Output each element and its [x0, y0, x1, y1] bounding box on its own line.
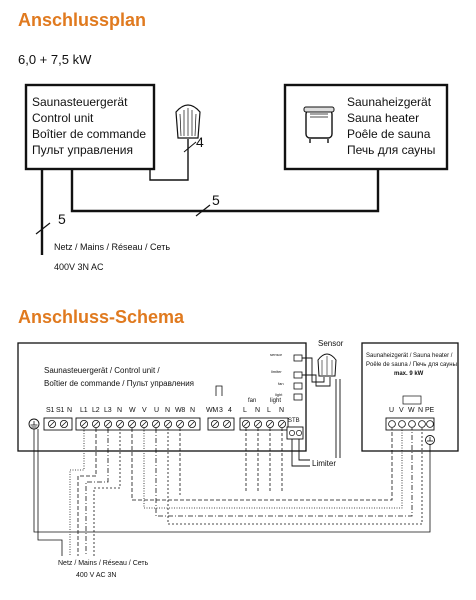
schema-control-unit-box	[17, 342, 307, 452]
heater-terminal-label: W	[408, 407, 415, 414]
schema-title: Anschluss-Schema	[18, 307, 185, 327]
terminal-label: N	[117, 407, 122, 414]
side-label-light: light	[275, 392, 283, 397]
terminal-label: N	[165, 407, 170, 414]
side-label-fan: fan	[278, 381, 284, 386]
heater-supply-wires	[33, 428, 431, 533]
control-unit-label: Saunasteuergerät Control unit Boîtier de…	[32, 94, 146, 158]
wm-label: WM	[206, 407, 219, 414]
schema-mains-spec: 400 V AC 3N	[76, 572, 117, 579]
stb-terminal	[286, 426, 304, 440]
fanlight-terminal-label: L	[243, 407, 247, 414]
control-unit-line: Saunasteuergerät	[32, 95, 128, 109]
schema-control-unit-line: Saunasteuergerät / Control unit /	[44, 366, 160, 375]
mains-label: Netz / Mains / Réseau / Сеть	[54, 242, 171, 252]
terminal-label: S1	[56, 407, 65, 414]
fanlight-terminal-label: L	[267, 407, 271, 414]
heater-line: Печь для сауны	[347, 143, 436, 157]
schema-heater-box	[361, 342, 459, 452]
light-label: light	[270, 398, 282, 404]
control-unit-line: Boîtier de commande	[32, 127, 147, 141]
schema-sensor-icon	[317, 353, 337, 377]
terminal-label: V	[142, 407, 147, 414]
sensor-cable	[149, 139, 189, 181]
heater-terminal-label: V	[399, 407, 404, 414]
wm-terminal-label: 4	[228, 407, 232, 414]
heater-cable-tick	[195, 204, 211, 217]
sensor-cable-tick	[183, 141, 197, 153]
terminal-label: U	[154, 407, 159, 414]
heater-line: Sauna heater	[347, 111, 420, 125]
heater-terminal-block	[385, 395, 435, 431]
power-rating: 6,0 + 7,5 kW	[18, 52, 92, 67]
schema-control-unit-label: Saunasteuergerät / Control unit / Boîtie…	[44, 364, 194, 390]
control-unit-line: Control unit	[32, 111, 94, 125]
heater-terminal-label: PE	[425, 407, 434, 414]
terminal-label: N	[190, 407, 195, 414]
heater-cable-number: 5	[212, 192, 220, 208]
schema-heater-line: Saunaheizgerät / Sauna heater /	[366, 353, 453, 359]
side-label-sensor: sensor	[270, 352, 283, 357]
heater-icon	[303, 106, 335, 143]
main-terminal-block	[43, 417, 201, 431]
mains-spec: 400V 3N AC	[54, 262, 104, 272]
heater-cable	[70, 169, 380, 213]
fanlight-terminal-label: N	[255, 407, 260, 414]
heater-box	[283, 83, 449, 171]
terminal-label: S1	[46, 407, 55, 414]
side-label-limiter: limiter	[271, 369, 282, 374]
stb-label: STB	[288, 418, 300, 424]
terminal-label: L1	[80, 407, 88, 414]
sensor-icon	[175, 104, 201, 139]
schema-heater-line: Poêle de sauna / Печь для сауны	[366, 362, 457, 368]
heater-terminal-label: U	[389, 407, 394, 414]
fanlight-terminal-label: N	[279, 407, 284, 414]
wm-terminal-label: 3	[219, 407, 223, 414]
heater-line: Poêle de sauna	[347, 127, 431, 141]
heater-max-power: max. 9 kW	[394, 371, 424, 377]
ground-icon-left	[28, 418, 40, 430]
limiter-label: Limiter	[312, 459, 337, 468]
sensor-cable-number: 4	[196, 134, 204, 150]
side-indicator-slots	[293, 354, 303, 401]
terminal-label: W	[129, 407, 136, 414]
terminal-label: N	[67, 407, 72, 414]
wm-terminal-block	[207, 385, 235, 431]
terminal-label: W8	[175, 407, 186, 414]
mains-cable-number: 5	[58, 211, 66, 227]
terminal-label: L2	[92, 407, 100, 414]
fan-light-wires	[245, 428, 283, 492]
schema-mains-label: Netz / Mains / Réseau / Сеть	[58, 560, 149, 567]
terminal-label: L3	[104, 407, 112, 414]
mains-cable-tick	[35, 222, 51, 235]
plan-title: Anschlussplan	[18, 10, 147, 30]
fan-label: fan	[248, 398, 257, 404]
control-unit-box	[24, 83, 156, 171]
schema-sensor-label: Sensor	[318, 339, 344, 348]
ground-icon-right	[425, 435, 435, 445]
heater-terminal-label: N	[418, 407, 423, 414]
schema-control-unit-line: Boîtier de commande / Пульт управления	[44, 379, 195, 388]
mains-input-wires	[37, 428, 121, 556]
control-unit-line: Пульт управления	[32, 143, 133, 157]
schema-heater-label: Saunaheizgerät / Sauna heater / Poêle de…	[366, 352, 457, 370]
heater-label: Saunaheizgerät Sauna heater Poêle de sau…	[347, 94, 435, 158]
heater-line: Saunaheizgerät	[347, 95, 432, 109]
fan-light-terminal-block	[239, 417, 289, 431]
